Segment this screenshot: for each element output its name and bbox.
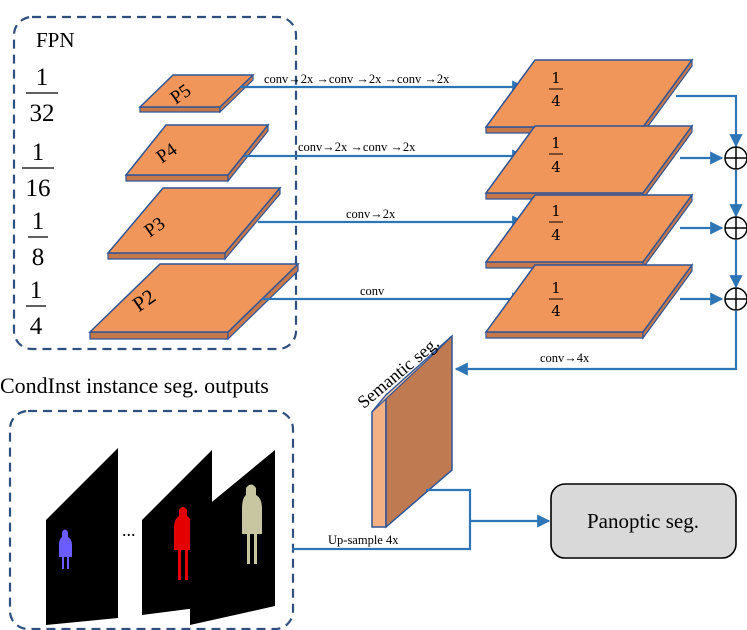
semantic-to-panoptic-line [426, 488, 472, 521]
svg-text:1: 1 [30, 277, 43, 304]
output-plate-1: 1 4 [484, 58, 694, 135]
output-plate-4: 1 4 [484, 263, 694, 340]
fpn-plate-p5: P5 [138, 73, 255, 114]
branch-ops-p4: conv→2x →conv →2x [298, 140, 416, 154]
svg-text:1: 1 [32, 139, 45, 166]
sum-icon-3 [724, 287, 747, 311]
svg-text:4: 4 [551, 92, 561, 110]
svg-text:1: 1 [551, 202, 561, 220]
svg-text:1: 1 [551, 134, 561, 152]
panoptic-box [550, 483, 737, 559]
instance-ellipsis: ... [122, 520, 136, 540]
scale-fraction-1-8: 1 8 [28, 208, 48, 271]
instance-title: CondInst instance seg. outputs [0, 373, 269, 398]
instance-mask-1 [46, 448, 118, 625]
svg-text:1: 1 [551, 69, 561, 87]
upsample-label: Up-sample 4x [328, 533, 399, 547]
semantic-seg-slab [371, 334, 453, 529]
sum-icon-1 [724, 146, 747, 170]
final-conv-arrow [454, 310, 738, 376]
scale-fraction-1-32: 1 32 [26, 64, 58, 127]
svg-text:4: 4 [551, 158, 561, 176]
instance-person-red [174, 507, 192, 580]
instance-frame [8, 409, 295, 630]
instance-person-blue [59, 529, 72, 569]
svg-text:16: 16 [26, 175, 51, 202]
instance-person-beige [242, 484, 262, 564]
fpn-plate-p2: P2 [88, 262, 300, 341]
fpn-title: FPN [36, 28, 75, 52]
scale-fraction-1-4: 1 4 [26, 277, 46, 340]
svg-text:4: 4 [30, 313, 43, 340]
branch-ops-p5: conv→2x →conv →2x →conv →2x [264, 72, 450, 86]
sum-icon-2 [724, 216, 747, 240]
svg-text:4: 4 [551, 226, 561, 244]
panoptic-label: Panoptic seg. [587, 509, 699, 533]
branch-ops-p3: conv→2x [346, 207, 396, 221]
fpn-plate-p4: P4 [124, 123, 270, 183]
fpn-plate-p3: P3 [106, 186, 282, 261]
svg-text:8: 8 [32, 244, 45, 271]
svg-text:1: 1 [551, 279, 561, 297]
svg-text:1: 1 [32, 208, 45, 235]
branch-ops-p2: conv [360, 284, 385, 298]
final-conv-label: conv→4x [540, 351, 590, 365]
instance-to-panoptic-line [292, 521, 472, 551]
svg-text:4: 4 [551, 302, 561, 320]
output-plate-3: 1 4 [484, 193, 694, 270]
svg-text:1: 1 [36, 64, 49, 91]
svg-text:32: 32 [30, 100, 55, 127]
fpn-frame [12, 15, 298, 351]
scale-fraction-1-16: 1 16 [22, 139, 54, 202]
merge-path-1 [676, 94, 743, 148]
output-plate-2: 1 4 [484, 124, 694, 201]
